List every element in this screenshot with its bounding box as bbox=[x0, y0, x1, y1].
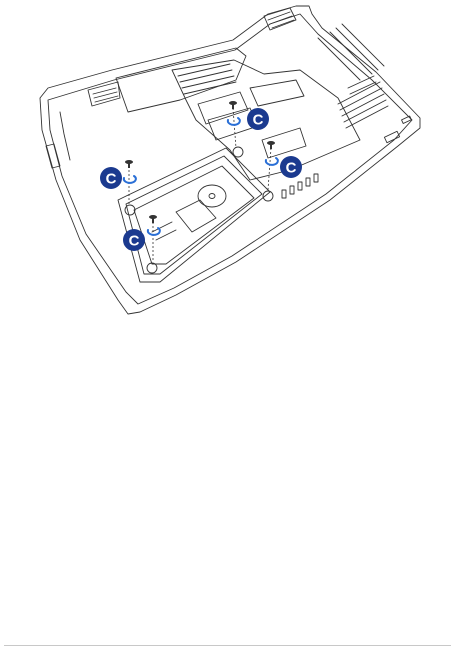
screw-icon bbox=[267, 141, 275, 149]
left-side-edge bbox=[60, 112, 70, 160]
callout-c3: C bbox=[280, 156, 302, 178]
upper-panel bbox=[116, 48, 246, 112]
left-speaker-grille bbox=[88, 82, 120, 106]
screw-icon bbox=[229, 101, 237, 109]
callout-c2: C bbox=[247, 108, 269, 130]
laptop-bottom-diagram: C C C C bbox=[0, 0, 455, 330]
svg-text:C: C bbox=[129, 233, 140, 250]
callout-c4: C bbox=[123, 229, 145, 251]
hard-drive bbox=[134, 166, 254, 264]
footer-rule bbox=[4, 645, 451, 646]
screw-icon bbox=[125, 160, 133, 168]
rotate-ccw-arrow-icon bbox=[266, 158, 278, 165]
upper-hatch-pattern bbox=[178, 64, 236, 94]
left-foot bbox=[46, 144, 60, 168]
callout-c1: C bbox=[100, 167, 122, 189]
hdd-screw-posts bbox=[125, 147, 273, 273]
top-vent-grille bbox=[264, 8, 296, 30]
laptop-chassis-outline bbox=[40, 6, 420, 314]
bottom-markings bbox=[282, 174, 318, 198]
chassis-inner-edge bbox=[48, 14, 412, 304]
svg-text:C: C bbox=[106, 171, 117, 188]
rotate-ccw-arrow-icon bbox=[124, 176, 136, 183]
svg-text:C: C bbox=[286, 160, 297, 177]
hard-drive-details bbox=[152, 185, 226, 240]
svg-text:C: C bbox=[253, 112, 264, 129]
right-side-vents bbox=[338, 76, 388, 128]
screw-icon bbox=[149, 215, 157, 223]
